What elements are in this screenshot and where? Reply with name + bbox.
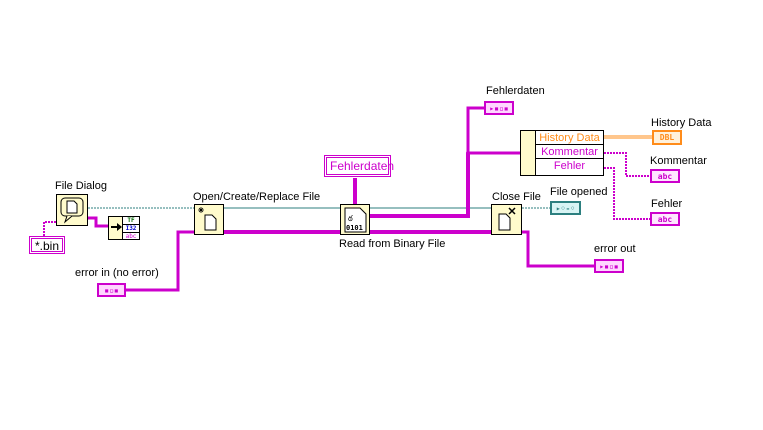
type-bool: TF — [127, 217, 135, 224]
error-out-indicator[interactable]: ▸▪▫▪ — [594, 259, 624, 273]
file-opened-label: File opened — [550, 186, 608, 198]
read-binary-node[interactable]: ఠ 0101 — [340, 204, 370, 235]
history-data-label: History Data — [651, 117, 712, 129]
type-string: abc — [123, 232, 139, 240]
error-in-terminal[interactable]: ▪▫▪ — [97, 283, 126, 297]
refnum-icon: ▸◦-◦ — [555, 203, 576, 213]
fehler-indicator[interactable]: abc — [650, 212, 680, 226]
error-in-label: error in (no error) — [75, 267, 159, 279]
fehler-label: Fehler — [651, 198, 683, 210]
type-i32: I32 — [123, 224, 139, 232]
fehlerdaten-constant[interactable]: Fehlerdaten — [324, 155, 394, 177]
error-out-label: error out — [594, 243, 636, 255]
unbundle-field-fehler[interactable]: Fehler — [553, 160, 586, 172]
unbundle-field-history-data[interactable]: History Data — [536, 131, 603, 145]
file-dialog-label: File Dialog — [55, 180, 107, 192]
kommentar-label: Kommentar — [650, 155, 707, 167]
unbundle-field-kommentar[interactable]: Kommentar — [536, 145, 603, 159]
wire-junction — [466, 151, 470, 155]
kommentar-indicator[interactable]: abc — [650, 169, 680, 183]
binary-file-icon: ఠ 0101 — [344, 207, 367, 233]
open-file-node[interactable] — [194, 204, 224, 235]
file-dialog-icon — [60, 197, 84, 224]
dialog-output-wire — [88, 216, 108, 228]
svg-text:ఠ: ఠ — [348, 214, 353, 223]
string-type-text: abc — [657, 214, 673, 224]
string-type-text: abc — [657, 171, 673, 181]
fehlerdaten-indicator-label: Fehlerdaten — [486, 85, 545, 97]
pattern-wire — [43, 221, 56, 236]
binary-text: 0101 — [346, 224, 363, 232]
error-cluster-icon: ▪▫▪ — [104, 285, 119, 295]
file-pattern-constant[interactable]: *.bin — [29, 236, 65, 254]
close-file-node[interactable] — [491, 204, 522, 235]
arrow-icon — [111, 223, 122, 231]
error-cluster-icon: ▸▪▫▪ — [599, 261, 619, 271]
close-file-label: Close File — [492, 191, 541, 203]
open-file-label: Open/Create/Replace File — [193, 191, 321, 203]
history-data-indicator[interactable]: DBL — [652, 130, 682, 145]
file-opened-indicator[interactable]: ▸◦-◦ — [550, 201, 581, 215]
fehlerdaten-indicator[interactable]: ▸▪▫▪ — [484, 101, 514, 115]
error-in-wire — [126, 230, 194, 292]
error-out-wire — [522, 230, 594, 268]
kommentar-wire — [604, 152, 650, 177]
unbundle-by-name[interactable]: History Data Kommentar Fehler — [535, 130, 604, 176]
close-file-icon — [498, 207, 516, 231]
data-wire — [466, 106, 484, 153]
data-wire — [370, 153, 470, 218]
cluster-icon: ▸▪▫▪ — [489, 103, 509, 113]
fehler-wire — [604, 167, 650, 220]
file-dialog-node[interactable] — [56, 194, 88, 226]
new-file-icon — [198, 207, 217, 231]
unbundle-node-body[interactable] — [520, 130, 536, 176]
read-binary-label: Read from Binary File — [339, 238, 446, 250]
type-display: TF I32 abc — [122, 216, 140, 240]
dbl-type-text: DBL — [659, 133, 675, 142]
